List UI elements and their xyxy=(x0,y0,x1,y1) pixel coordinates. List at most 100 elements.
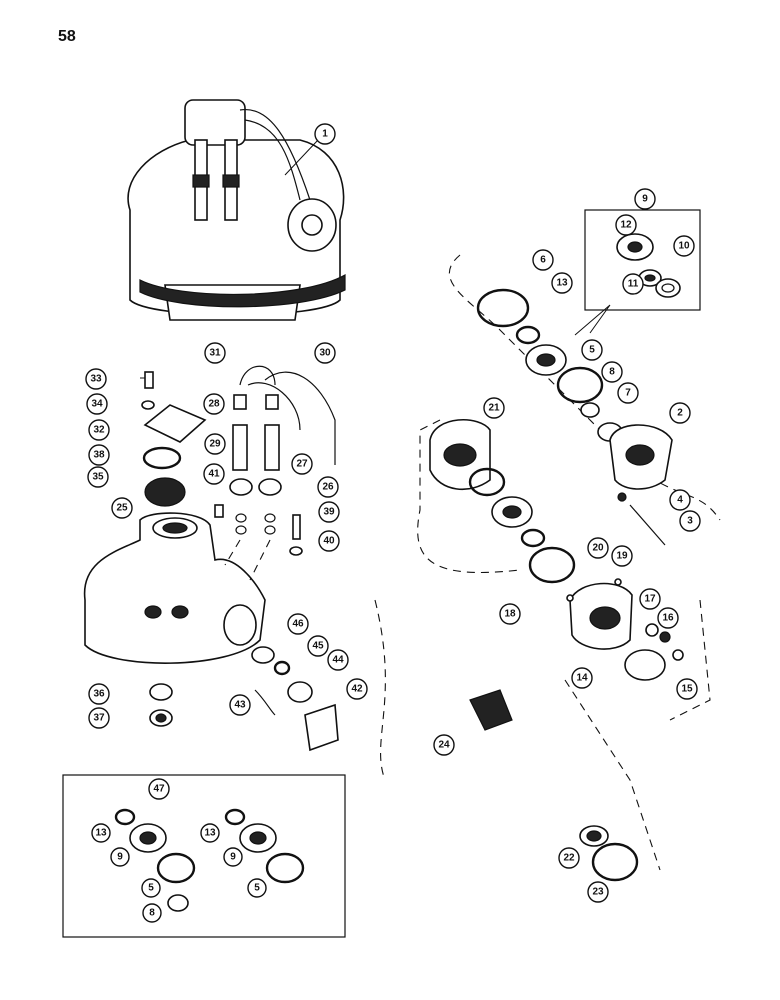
kit-47-box xyxy=(62,774,346,938)
svg-text:37: 37 xyxy=(93,713,105,724)
svg-text:20: 20 xyxy=(592,543,604,554)
callout-23: 23 xyxy=(587,881,609,903)
svg-text:28: 28 xyxy=(208,399,220,410)
svg-text:44: 44 xyxy=(332,655,344,666)
svg-text:10: 10 xyxy=(678,241,690,252)
pump-assembly xyxy=(127,99,346,321)
svg-text:34: 34 xyxy=(91,399,103,410)
callout-27: 27 xyxy=(291,453,313,475)
svg-text:21: 21 xyxy=(488,403,500,414)
svg-text:24: 24 xyxy=(438,740,450,751)
callout-37: 37 xyxy=(88,707,110,729)
kit-9-box xyxy=(574,209,701,336)
svg-text:26: 26 xyxy=(322,482,334,493)
callout-9: 9 xyxy=(223,847,243,867)
svg-text:27: 27 xyxy=(296,459,308,470)
callout-22: 22 xyxy=(558,847,580,869)
svg-text:9: 9 xyxy=(642,194,648,205)
shaft-24 xyxy=(374,599,661,882)
callout-40: 40 xyxy=(318,530,340,552)
callout-20: 20 xyxy=(587,537,609,559)
svg-text:46: 46 xyxy=(292,619,304,630)
callout-43: 43 xyxy=(229,694,251,716)
svg-text:43: 43 xyxy=(234,700,246,711)
bushing-group xyxy=(251,646,339,752)
svg-text:4: 4 xyxy=(677,495,683,506)
svg-text:15: 15 xyxy=(681,684,693,695)
svg-text:6: 6 xyxy=(540,255,546,266)
svg-text:5: 5 xyxy=(148,883,154,894)
svg-text:13: 13 xyxy=(556,278,568,289)
callout-34: 34 xyxy=(86,393,108,415)
callout-36: 36 xyxy=(88,683,110,705)
callout-18: 18 xyxy=(499,603,521,625)
callout-13: 13 xyxy=(91,823,111,843)
callout-labels: 1234567891011121314151617181920212223242… xyxy=(85,123,701,923)
svg-text:2: 2 xyxy=(677,408,683,419)
callout-3: 3 xyxy=(679,510,701,532)
svg-text:14: 14 xyxy=(576,673,588,684)
callout-11: 11 xyxy=(622,273,644,295)
svg-text:16: 16 xyxy=(662,613,674,624)
callout-16: 16 xyxy=(657,607,679,629)
callout-6: 6 xyxy=(532,249,554,271)
svg-text:40: 40 xyxy=(323,536,335,547)
svg-text:12: 12 xyxy=(620,220,632,231)
callout-1: 1 xyxy=(314,123,336,145)
callout-47: 47 xyxy=(148,778,170,800)
svg-text:32: 32 xyxy=(93,425,105,436)
svg-text:47: 47 xyxy=(153,784,165,795)
svg-text:11: 11 xyxy=(628,279,639,290)
callout-25: 25 xyxy=(111,497,133,519)
callout-45: 45 xyxy=(307,635,329,657)
svg-text:9: 9 xyxy=(230,852,236,863)
callout-4: 4 xyxy=(669,489,691,511)
callout-13: 13 xyxy=(200,823,220,843)
callout-8: 8 xyxy=(601,361,623,383)
callout-17: 17 xyxy=(639,588,661,610)
callout-2: 2 xyxy=(669,402,691,424)
svg-text:18: 18 xyxy=(504,609,516,620)
housing-25-group xyxy=(83,371,266,727)
callout-42: 42 xyxy=(346,678,368,700)
svg-text:1: 1 xyxy=(322,129,328,140)
svg-text:45: 45 xyxy=(312,641,324,652)
svg-text:39: 39 xyxy=(323,507,335,518)
callout-41: 41 xyxy=(203,463,225,485)
callout-5: 5 xyxy=(581,339,603,361)
callout-38: 38 xyxy=(88,444,110,466)
svg-text:5: 5 xyxy=(254,883,260,894)
callout-26: 26 xyxy=(317,476,339,498)
svg-text:17: 17 xyxy=(644,594,656,605)
callout-35: 35 xyxy=(87,466,109,488)
svg-text:8: 8 xyxy=(609,367,615,378)
svg-text:35: 35 xyxy=(92,472,104,483)
callout-19: 19 xyxy=(611,545,633,567)
callout-32: 32 xyxy=(88,419,110,441)
callout-7: 7 xyxy=(617,382,639,404)
svg-text:30: 30 xyxy=(319,348,331,359)
callout-30: 30 xyxy=(314,342,336,364)
svg-text:13: 13 xyxy=(95,828,107,839)
svg-text:31: 31 xyxy=(209,348,221,359)
svg-text:41: 41 xyxy=(208,469,220,480)
callout-15: 15 xyxy=(676,678,698,700)
svg-text:8: 8 xyxy=(149,908,155,919)
callout-9: 9 xyxy=(634,188,656,210)
callout-24: 24 xyxy=(433,734,455,756)
upper-seal-group xyxy=(448,254,721,546)
callout-39: 39 xyxy=(318,501,340,523)
tube-group xyxy=(214,365,336,581)
callout-10: 10 xyxy=(673,235,695,257)
callout-5: 5 xyxy=(141,878,161,898)
svg-text:42: 42 xyxy=(351,684,363,695)
svg-text:29: 29 xyxy=(209,439,221,450)
callout-9: 9 xyxy=(110,847,130,867)
svg-text:36: 36 xyxy=(93,689,105,700)
callout-31: 31 xyxy=(204,342,226,364)
callout-12: 12 xyxy=(615,214,637,236)
middle-seal-group xyxy=(417,419,711,721)
callout-46: 46 xyxy=(287,613,309,635)
callout-13: 13 xyxy=(551,272,573,294)
callout-14: 14 xyxy=(571,667,593,689)
